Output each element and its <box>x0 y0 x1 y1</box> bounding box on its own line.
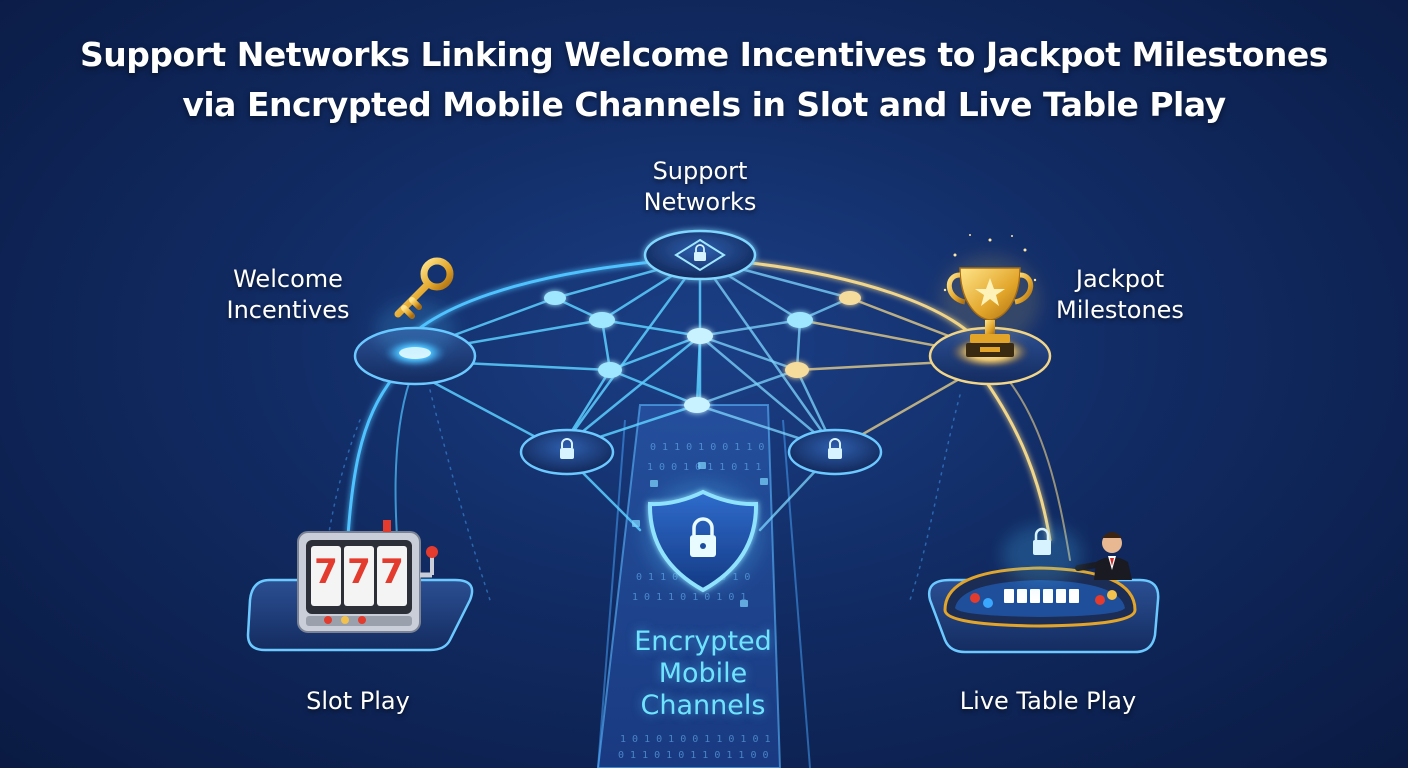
live-table-play-label: Live Table Play <box>928 686 1168 717</box>
support-label-line-1: Support <box>652 157 748 185</box>
channel-locks <box>632 462 768 607</box>
svg-text:0 1 1 0 1 0 1 1 0 1 1 0 0: 0 1 1 0 1 0 1 1 0 1 1 0 0 <box>618 750 769 761</box>
encrypted-label-line-3: Channels <box>640 690 766 721</box>
support-label-line-2: Networks <box>643 188 757 216</box>
support-hub <box>643 229 757 281</box>
dealer-icon <box>1075 532 1132 580</box>
small-nodes <box>544 291 861 413</box>
key-icon <box>394 257 454 319</box>
title-line-1: Support Networks Linking Welcome Incenti… <box>80 35 1328 74</box>
slot-reel-1: 7 <box>314 552 338 592</box>
slot-reel-3: 7 <box>380 552 404 592</box>
welcome-hub <box>353 300 477 386</box>
slot-reel-2: 7 <box>347 552 371 592</box>
slot-machine-icon <box>297 520 438 633</box>
lock-hub-left <box>519 428 615 476</box>
channel-path-edge <box>597 419 811 768</box>
trophy-icon <box>946 267 1034 357</box>
welcome-incentives-label: Welcome Incentives <box>198 264 378 326</box>
sparkles <box>943 234 1037 292</box>
jackpot-milestones-label: Jackpot Milestones <box>1030 264 1210 326</box>
live-label-line-1: Live Table Play <box>959 687 1137 715</box>
welcome-label-line-2: Incentives <box>226 296 350 324</box>
jackpot-label-line-2: Milestones <box>1056 296 1184 324</box>
welcome-label-line-1: Welcome <box>233 265 343 293</box>
jackpot-label-line-1: Jackpot <box>1075 265 1165 293</box>
title-line-2: via Encrypted Mobile Channels in Slot an… <box>182 85 1226 124</box>
lock-icon <box>1002 525 1082 585</box>
slot-play-label: Slot Play <box>268 686 448 717</box>
lock-hub-right <box>787 428 883 476</box>
slot-label-line-1: Slot Play <box>306 687 410 715</box>
encrypted-channels-label: Encrypted Mobile Channels <box>593 626 813 722</box>
svg-text:1 0 1 1 0 1 0 1 0 1: 1 0 1 1 0 1 0 1 0 1 <box>632 592 746 603</box>
svg-text:1 0 1 0 1 0 0 1 1 0 1 0 1: 1 0 1 0 1 0 0 1 1 0 1 0 1 <box>620 734 771 745</box>
page-title: Support Networks Linking Welcome Incenti… <box>0 30 1408 130</box>
encrypted-label-line-2: Mobile <box>658 658 748 689</box>
support-networks-label: Support Networks <box>600 156 800 218</box>
shield-lock-icon <box>643 480 763 593</box>
svg-text:0 1 1 0 1 0 0 1 1 0: 0 1 1 0 1 0 0 1 1 0 <box>650 442 764 453</box>
encrypted-label-line-1: Encrypted <box>634 626 772 657</box>
card-table-icon <box>943 566 1137 628</box>
